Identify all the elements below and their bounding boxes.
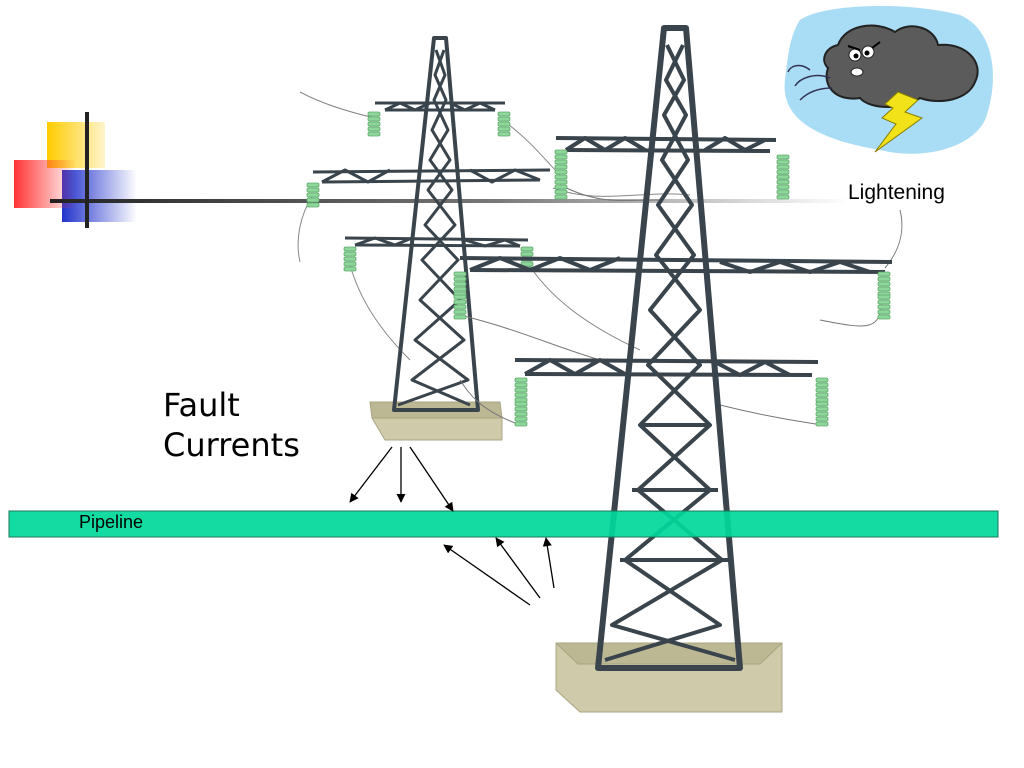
pipeline-label: Pipeline [79, 512, 144, 532]
fault-current-arrows [349, 446, 555, 606]
fault-arrow-6 [542, 537, 555, 589]
fault-arrow-5 [495, 537, 541, 599]
lightning-bolt-icon [874, 91, 924, 153]
fault-currents-line1: Fault [163, 386, 240, 424]
fault-arrow-1 [349, 446, 393, 503]
storm-cloud-icon [784, 5, 993, 154]
fault-currents-label: Fault Currents [163, 385, 300, 465]
fault-currents-line2: Currents [163, 426, 300, 464]
fault-arrow-4 [443, 544, 531, 606]
back-transmission-tower [306, 36, 551, 441]
lightening-label: Lightening [848, 181, 945, 204]
slide-corner-decoration [14, 112, 850, 228]
fault-arrow-3 [409, 446, 454, 512]
front-transmission-tower [453, 25, 893, 713]
pipeline-bar [8, 510, 999, 538]
